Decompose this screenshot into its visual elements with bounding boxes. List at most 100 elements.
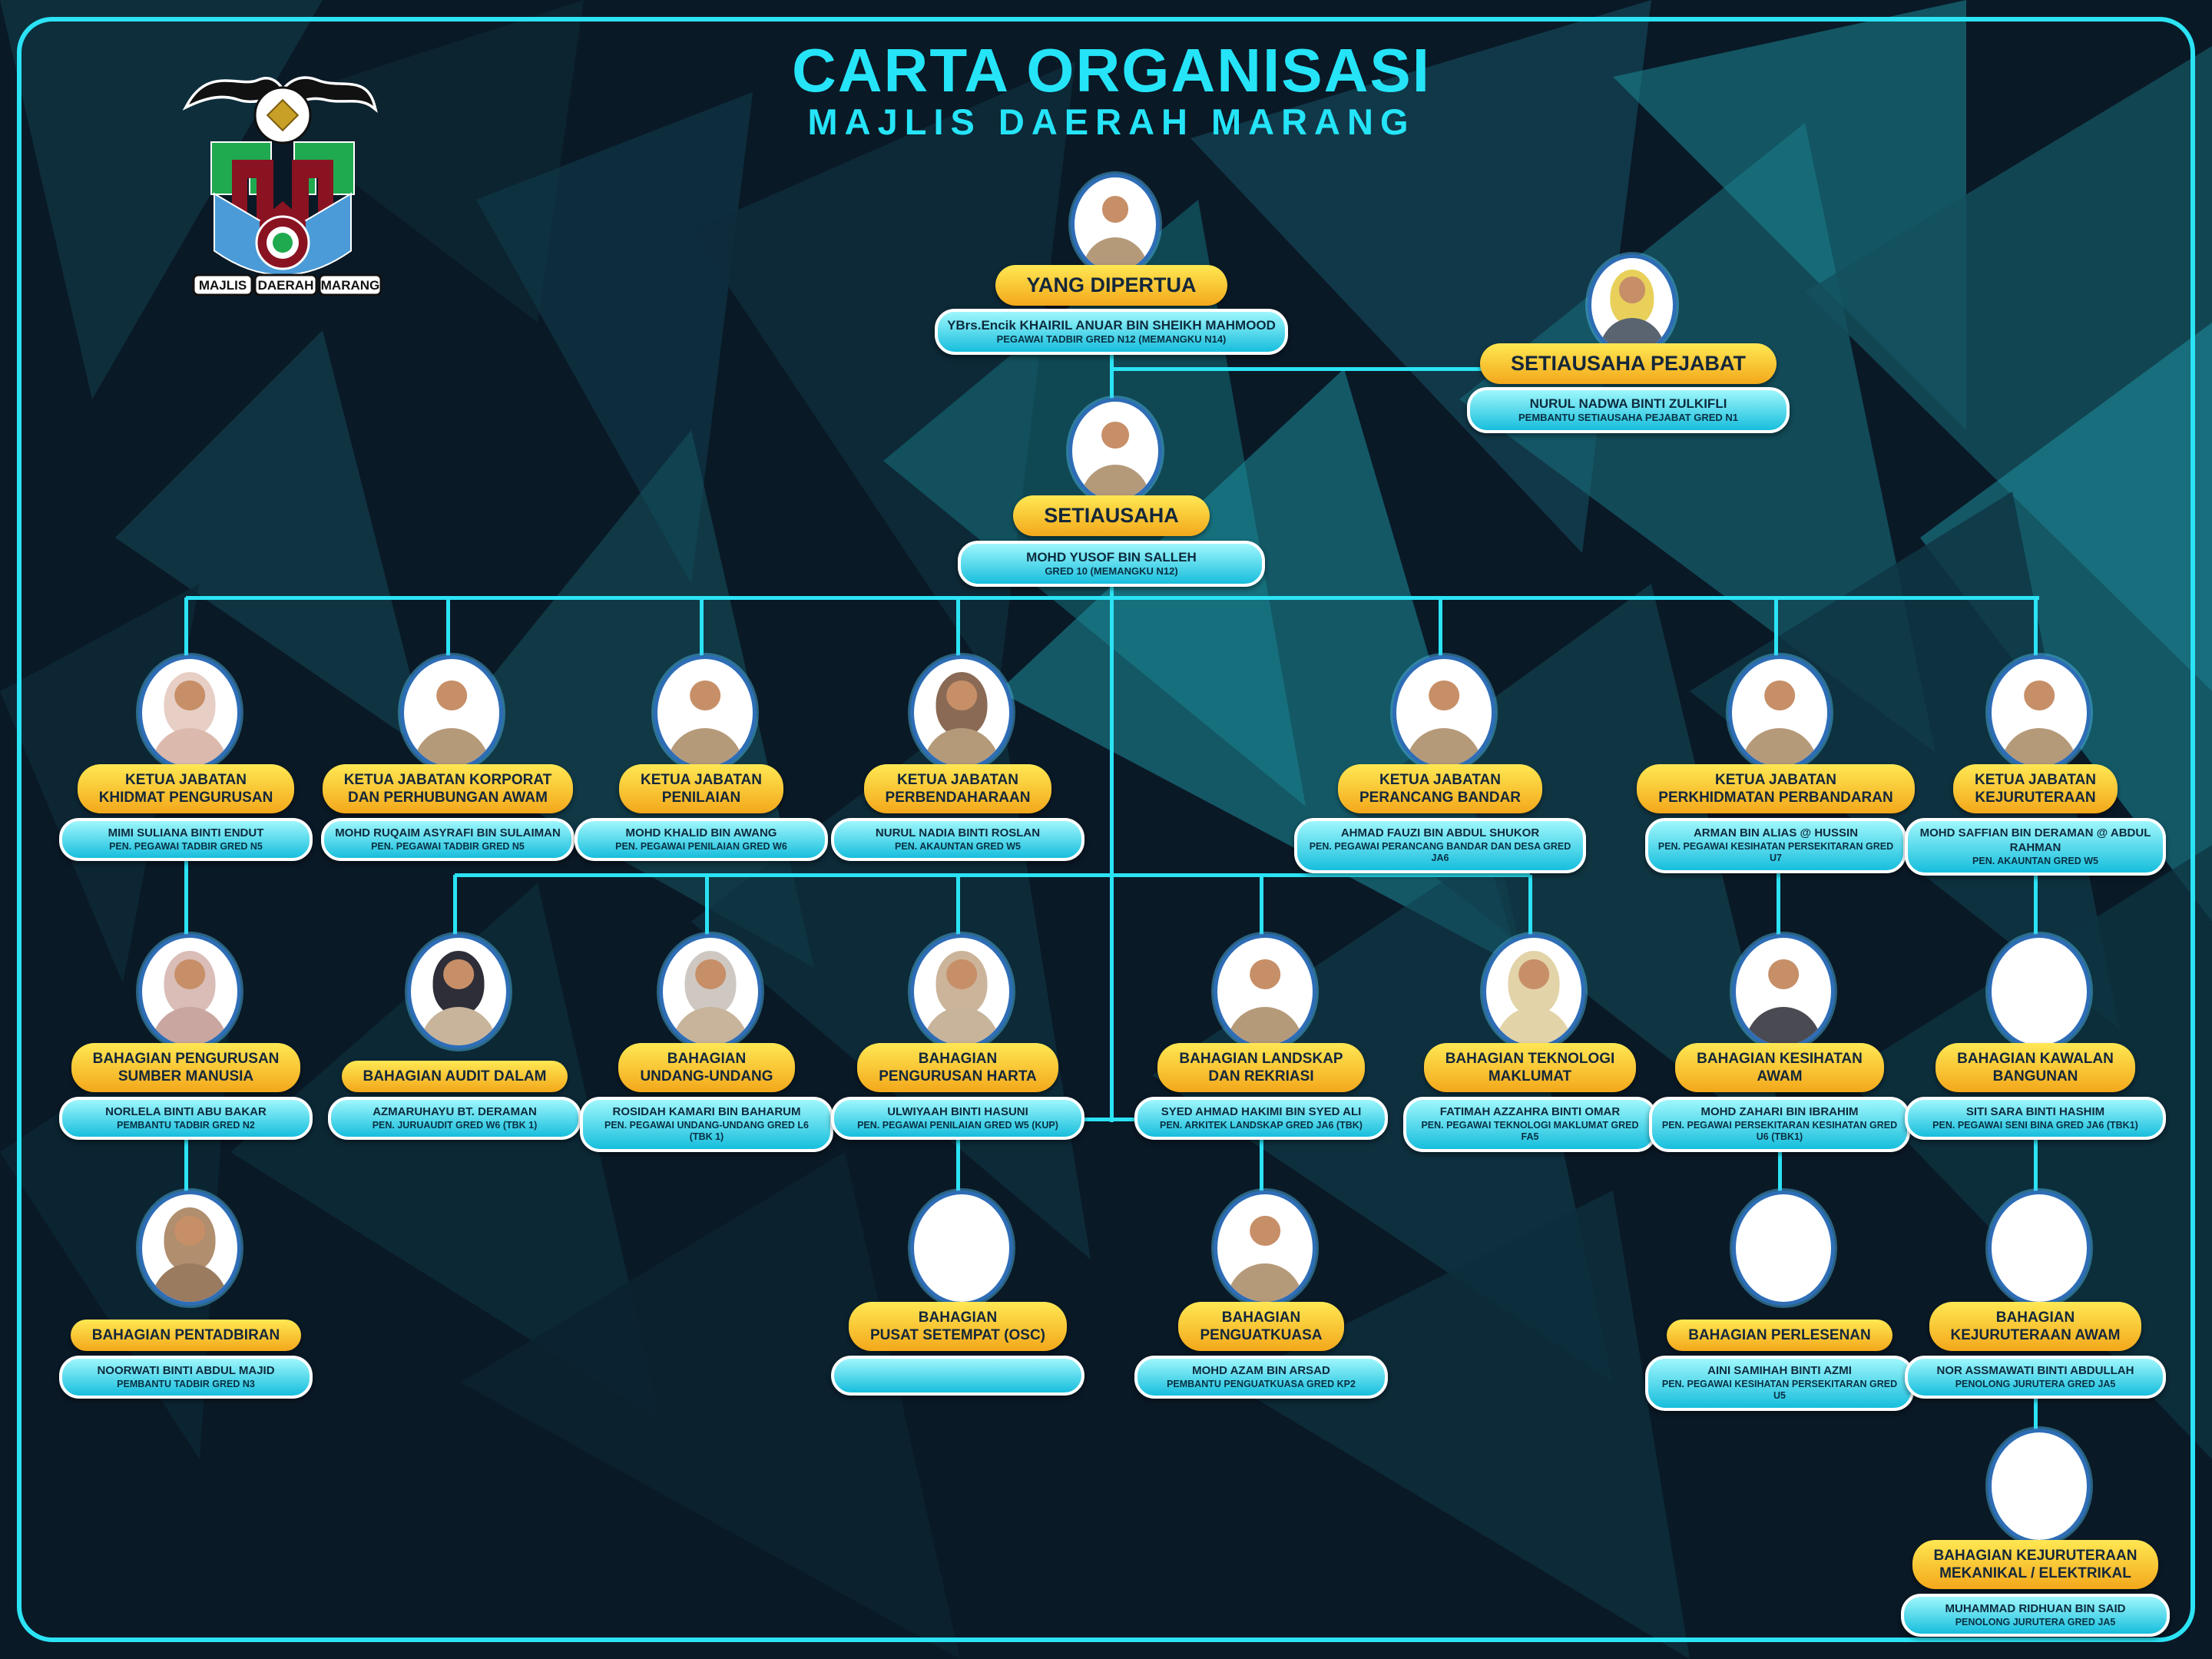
person-head-shape [1619,276,1645,303]
position-title-pill: BAHAGIAN PUSAT SETEMPAT (OSC) [849,1301,1067,1351]
person-name: SITI SARA BINTI HASHIM [1965,1105,2105,1118]
person-info-pill: MOHD RUQAIM ASYRAFI BIN SULAIMAN PEN. PE… [321,818,575,862]
connector-line-vertical [1528,875,1532,987]
person-name: ULWIYAAH BINTI HASUNI [887,1105,1028,1118]
person-info-pill [831,1356,1084,1396]
connector-line-vertical [955,598,960,707]
connector-line-vertical [2033,853,2038,987]
person-name: NOR ASSMAWATI BINTI ABDULLAH [1936,1364,2134,1377]
person-head-shape [2024,680,2055,711]
svg-text:MARANG: MARANG [321,278,380,293]
person-head-shape [1101,421,1129,449]
connector-line-vertical [955,875,960,987]
person-grade: GRED 10 (MEMANGKU N12) [1045,565,1178,578]
connector-line-vertical [184,598,188,707]
person-info-pill: MOHD ZAHARI BIN IBRAHIM PEN. PEGAWAI PER… [1649,1097,1910,1152]
page-subtitle: MAJLIS DAERAH MARANG [807,101,1416,142]
connector-line-vertical [1259,875,1263,987]
person-grade: PEMBANTU TADBIR GRED N3 [117,1378,255,1389]
person-name: SYED AHMAD HAKIMI BIN SYED ALI [1161,1105,1362,1118]
person-info-pill: FATIMAH AZZAHRA BINTI OMAR PEN. PEGAWAI … [1403,1097,1657,1152]
position-title-pill: BAHAGIAN KESIHATAN AWAM [1675,1042,1884,1092]
avatar [654,655,757,770]
position-title-pill: BAHAGIAN AUDIT DALAM [341,1060,568,1092]
person-info-pill: NURUL NADIA BINTI ROSLAN PEN. AKAUNTAN G… [831,818,1084,862]
person-grade: PEN. JURUAUDIT GRED W6 (TBK 1) [372,1119,538,1131]
person-head-shape [174,959,205,990]
person-body-shape [420,1006,497,1045]
person-info-pill: MOHD YUSOF BIN SALLEH GRED 10 (MEMANGKU … [958,541,1265,587]
logo-caption: MAJLIS DAERAH MARANG [192,273,382,296]
person-info-pill: MOHD KHALID BIN AWANG PEN. PEGAWAI PENIL… [575,818,828,862]
person-head-shape [174,1216,205,1247]
person-name: NURUL NADWA BINTI ZULKIFLI [1529,396,1727,411]
page-title: CARTA ORGANISASI [792,36,1431,104]
person-grade: PEN. PEGAWAI TEKNOLOGI MAKLUMAT GRED FA5 [1421,1119,1639,1143]
person-head-shape [1429,680,1459,711]
avatar [910,655,1013,770]
person-grade: PEN. PEGAWAI PERANCANG BANDAR DAN DESA G… [1309,840,1571,864]
person-info-pill: MOHD SAFFIAN BIN DERAMAN @ ABDUL RAHMAN … [1905,818,2166,876]
person-head-shape [695,959,726,990]
avatar [138,655,241,770]
position-title-pill: BAHAGIAN PENGUATKUASA [1178,1301,1344,1351]
avatar [1988,1429,2091,1544]
avatar [1071,174,1160,275]
person-body-shape [1227,1263,1303,1302]
person-name: MIMI SULIANA BINTI ENDUT [108,826,264,839]
avatar [910,934,1013,1049]
connector-line-vertical [1109,875,1114,1122]
person-info-pill: YBrs.Encik KHAIRIL ANUAR BIN SHEIKH MAHM… [935,309,1288,355]
person-grade: PEN. PEGAWAI UNDANG-UNDANG GRED L6 (TBK … [604,1119,809,1143]
connector-line-horizontal [1111,366,1584,371]
person-info-pill: AHMAD FAUZI BIN ABDUL SHUKOR PEN. PEGAWA… [1294,818,1586,873]
person-head-shape [946,959,977,990]
person-name: NURUL NADIA BINTI ROSLAN [875,826,1041,839]
connector-line-vertical [1109,323,1114,409]
person-grade: PEN. AKAUNTAN GRED W5 [1972,855,2098,866]
person-info-pill: SITI SARA BINTI HASHIM PEN. PEGAWAI SENI… [1905,1097,2166,1141]
person-name: AINI SAMIHAH BINTI AZMI [1707,1364,1852,1377]
person-body-shape [151,1263,228,1302]
avatar [138,1190,241,1306]
connector-line-vertical [1109,598,1114,876]
person-name: MOHD KHALID BIN AWANG [625,826,777,839]
person-grade: PEMBANTU PENGUATKUASA GRED KP2 [1167,1378,1356,1389]
position-title-pill: BAHAGIAN PENTADBIRAN [70,1319,302,1351]
person-head-shape [690,680,720,711]
position-title-pill: KETUA JABATAN PERKHIDMATAN PERBANDARAN [1637,763,1915,813]
person-name: ARMAN BIN ALIAS @ HUSSIN [1693,826,1859,839]
svg-text:MAJLIS: MAJLIS [199,278,247,293]
person-head-shape [1102,196,1128,223]
person-name: MOHD YUSOF BIN SALLEH [1026,550,1197,565]
person-head-shape [1250,959,1280,990]
person-name: MOHD SAFFIAN BIN DERAMAN @ ABDUL RAHMAN [1919,826,2151,854]
connector-line-horizontal [958,1117,1261,1121]
person-grade: PEN. PEGAWAI SENI BINA GRED JA6 (TBK1) [1932,1119,2138,1131]
person-info-pill: MUHAMMAD RIDHUAN BIN SAID PENOLONG JURUT… [1901,1594,2170,1637]
title-block: CARTA ORGANISASI MAJLIS DAERAH MARANG [792,40,1431,143]
person-grade: PEN. PEGAWAI TADBIR GRED N5 [109,840,263,852]
person-info-pill: SYED AHMAD HAKIMI BIN SYED ALI PEN. ARKI… [1134,1097,1388,1141]
person-name: YBrs.Encik KHAIRIL ANUAR BIN SHEIKH MAHM… [947,318,1276,333]
person-info-pill: ROSIDAH KAMARI BIN BAHARUM PEN. PEGAWAI … [580,1097,833,1152]
connector-line-vertical [955,1119,960,1246]
avatar [1214,1190,1316,1306]
avatar [1988,655,2091,770]
person-head-shape [436,680,467,711]
avatar [1214,934,1316,1049]
position-title-pill: BAHAGIAN KAWALAN BANGUNAN [1936,1042,2135,1092]
connector-line-vertical [1776,853,1780,987]
position-title-pill: SETIAUSAHA PEJABAT [1479,343,1777,384]
person-grade: PEGAWAI TADBIR GRED N12 (MEMANGKU N14) [996,333,1227,346]
connector-line-vertical [184,1114,188,1244]
person-info-pill: NORLELA BINTI ABU BAKAR PEMBANTU TADBIR … [59,1097,313,1141]
connector-line-vertical [1438,598,1442,707]
person-grade: PEN. PEGAWAI PENILAIAN GRED W6 [615,840,787,852]
connector-line-vertical [1773,598,1778,707]
position-title-pill: KETUA JABATAN PERANCANG BANDAR [1337,763,1543,813]
position-title-pill: YANG DIPERTUA [995,265,1227,306]
person-info-pill: AINI SAMIHAH BINTI AZMI PEN. PEGAWAI KES… [1645,1356,1914,1411]
person-info-pill: NURUL NADWA BINTI ZULKIFLI PEMBANTU SETI… [1467,387,1790,433]
